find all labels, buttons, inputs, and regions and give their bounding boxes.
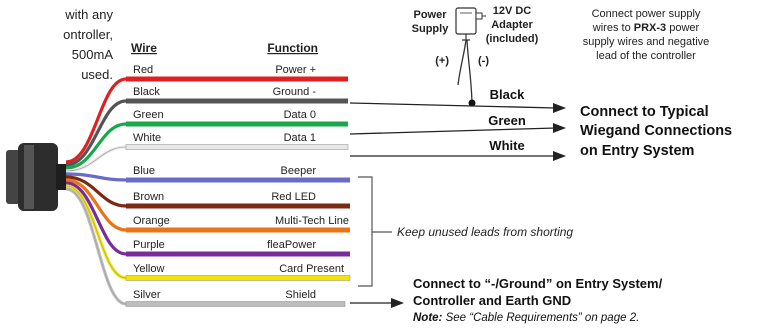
power-supply-label-1: Power [413, 9, 447, 21]
adapter-label-1: 12V DC [493, 5, 532, 17]
green-connection-line [349, 127, 557, 135]
wire-bar-white [125, 144, 349, 150]
cable-red [65, 77, 127, 164]
wire-bar-green [126, 121, 348, 127]
wire-function-black: Ground - [273, 86, 317, 98]
green-wire-label: Green [488, 113, 526, 128]
wire-table-rows: Red Power + Black Ground - Green Data 0 … [133, 64, 349, 301]
wire-name-silver: Silver [133, 289, 161, 301]
wire-bar-brown [126, 203, 350, 209]
wire-function-orange: Multi-Tech Line [275, 215, 349, 227]
ground-note-line-1: Connect to “-/Ground” on Entry System/ [413, 276, 663, 291]
cable-orange [65, 178, 127, 232]
intro-line-1: with any [64, 7, 113, 22]
unused-leads-note: Keep unused leads from shorting [397, 225, 573, 239]
wire-name-white: White [133, 132, 161, 144]
wire-function-yellow: Card Present [279, 263, 344, 275]
wire-name-purple: Purple [133, 239, 165, 251]
white-arrow-head [553, 151, 566, 161]
power-note-line-2: wires to PRX-3 power [592, 22, 700, 34]
green-arrow-head [553, 123, 566, 133]
wire-name-black: Black [133, 86, 160, 98]
intro-line-2: ontroller, [63, 27, 113, 42]
cable-brown [65, 175, 127, 208]
wire-name-blue: Blue [133, 165, 155, 177]
wire-function-green: Data 0 [284, 109, 316, 121]
ground-note-line-3: Note: See “Cable Requirements” on page 2… [413, 312, 639, 324]
wire-function-silver: Shield [285, 289, 316, 301]
reader-cable-gland [56, 164, 66, 190]
wire-bar-blue [126, 177, 350, 183]
header-wire: Wire [131, 41, 157, 55]
power-plus-label: (+) [435, 55, 449, 67]
wire-bars [125, 76, 351, 307]
ground-junction-dot [468, 99, 476, 107]
power-minus-lead [466, 39, 473, 103]
power-supply-label-2: Supply [412, 23, 450, 35]
header-function: Function [267, 41, 318, 55]
black-connection-line [349, 102, 557, 109]
shield-arrow-head [391, 298, 404, 308]
power-note-line-4: lead of the controller [596, 50, 696, 62]
intro-line-4: used. [81, 67, 113, 82]
wire-bar-orange [126, 227, 350, 233]
cable-outline-white [65, 146, 127, 172]
wire-name-green: Green [133, 109, 164, 121]
wire-bar-red [126, 76, 348, 82]
reader-body [6, 143, 66, 211]
cable-black [65, 99, 127, 167]
power-minus-label: (-) [478, 55, 489, 67]
black-arrow-head [553, 103, 566, 113]
power-plus-lead [457, 39, 467, 86]
adapter-label-2: Adapter [491, 19, 533, 31]
connect-typical-line-1: Connect to Typical [580, 104, 709, 120]
wire-name-yellow: Yellow [133, 263, 164, 275]
wire-function-purple: fleaPower [267, 239, 316, 251]
wire-name-red: Red [133, 64, 153, 76]
wire-bar-purple [126, 251, 350, 257]
wire-function-red: Power + [275, 64, 316, 76]
cable-purple [65, 181, 127, 256]
white-wire-label: White [489, 138, 524, 153]
wire-bar-yellow [125, 275, 351, 281]
wire-bar-black [126, 98, 348, 104]
wire-function-white: Data 1 [284, 132, 316, 144]
intro-line-3: 500mA [72, 47, 114, 62]
wiegand-connection-arrows [349, 102, 566, 161]
wire-name-orange: Orange [133, 215, 170, 227]
connect-typical-line-3: on Entry System [580, 143, 694, 159]
unused-leads-bracket [358, 176, 373, 287]
wire-name-brown: Brown [133, 191, 164, 203]
wire-function-brown: Red LED [271, 191, 316, 203]
cable-outline-yellow [65, 185, 127, 279]
cable-yellow [65, 184, 127, 280]
cable-fan [65, 77, 127, 306]
cable-outline-silver [65, 188, 127, 305]
reader-housing-highlight [24, 145, 34, 209]
connect-typical-line-2: Wiegand Connections [580, 123, 732, 139]
adapter-label-3: (included) [486, 33, 539, 45]
power-note-line-3: supply wires and negative [583, 36, 710, 48]
wire-bar-silver [125, 301, 346, 307]
cable-green [65, 122, 127, 170]
power-note-line-1: Connect power supply [592, 8, 701, 20]
reader-back-cap [6, 150, 20, 204]
power-adapter-icon [455, 7, 486, 41]
black-wire-label: Black [490, 87, 525, 102]
cable-blue [65, 172, 127, 182]
ground-note-line-2: Controller and Earth GND [413, 293, 571, 308]
wire-function-blue: Beeper [281, 165, 317, 177]
